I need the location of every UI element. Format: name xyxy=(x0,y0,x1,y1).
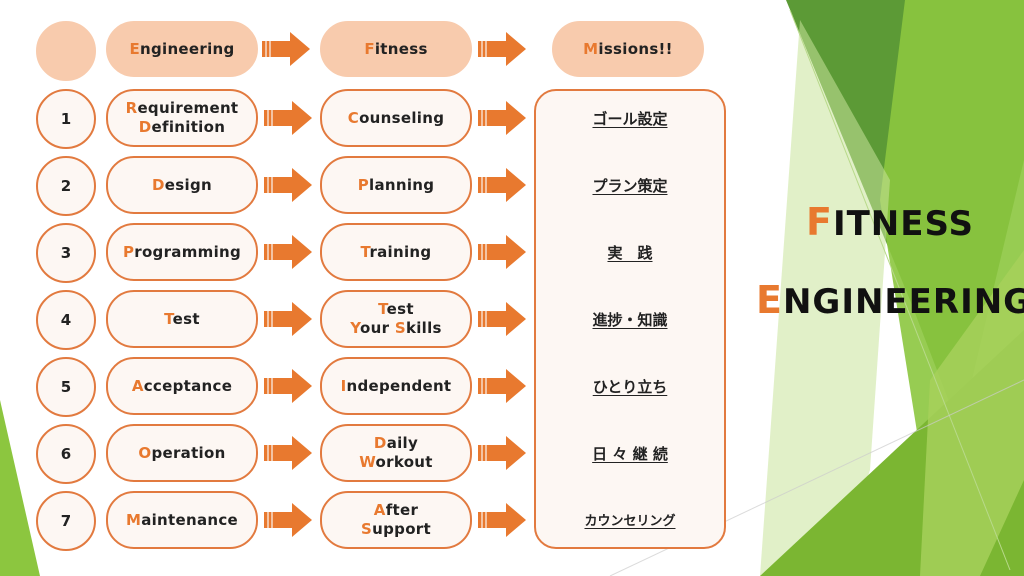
pill-line: Your Skills xyxy=(350,319,442,337)
step-number-circle: 1 xyxy=(36,89,96,149)
pill-line: Training xyxy=(360,242,432,261)
bg-shape-left-bottom xyxy=(0,400,40,576)
mission-item: プラン策定 xyxy=(592,177,668,195)
pill-line: Daily xyxy=(373,434,419,452)
engineering-step: Programming xyxy=(106,223,258,281)
arrow-right-icon xyxy=(478,235,526,269)
bg-shape-right-highlight xyxy=(920,250,1024,576)
mission-item: ひとり立ち xyxy=(592,378,668,396)
header-missions: Missions!! xyxy=(552,21,704,77)
step-number-circle: 3 xyxy=(36,223,96,283)
arrow-right-icon xyxy=(264,235,312,269)
pill-line: Test xyxy=(378,300,414,318)
pill-line: After xyxy=(373,501,419,519)
engineering-step: Maintenance xyxy=(106,491,258,549)
mission-item: カウンセリング xyxy=(584,514,676,529)
header-engineering: Engineering xyxy=(106,21,258,77)
mission-item: 進捗・知識 xyxy=(592,311,668,329)
pill-line: Workout xyxy=(359,453,433,471)
engineering-step: Design xyxy=(106,156,258,214)
mission-item: 日 々 継 続 xyxy=(592,445,668,463)
arrow-right-icon xyxy=(264,436,312,470)
arrow-right-icon xyxy=(478,101,526,135)
engineering-step: Acceptance xyxy=(106,357,258,415)
pill-line: Support xyxy=(361,520,431,538)
bg-shape-right-light xyxy=(760,20,890,576)
engineering-step: Operation xyxy=(106,424,258,482)
pill-line: Independent xyxy=(340,376,452,395)
title-fitness: FITNESS xyxy=(806,200,974,244)
bg-line xyxy=(789,9,1011,571)
arrow-right-icon xyxy=(264,168,312,202)
title-engineering: ENGINEERING xyxy=(756,278,1024,322)
step-number-circle: 2 xyxy=(36,156,96,216)
missions-box xyxy=(534,89,726,549)
pill-line: Programming xyxy=(122,242,242,261)
header-fitness: Fitness xyxy=(320,21,472,77)
arrow-right-icon xyxy=(478,168,526,202)
arrow-right-icon xyxy=(478,302,526,336)
arrow-right-icon xyxy=(264,369,312,403)
pill-line: Operation xyxy=(138,443,226,462)
step-number-circle: 4 xyxy=(36,290,96,350)
pill-line: Requirement xyxy=(125,99,239,117)
step-number-circle: 7 xyxy=(36,491,96,551)
arrow-right-icon xyxy=(478,369,526,403)
header-arrow-2 xyxy=(478,32,526,66)
pill-line: Counseling xyxy=(347,108,445,127)
step-number-circle: 6 xyxy=(36,424,96,484)
fitness-step: Independent xyxy=(320,357,472,415)
pill-line: Test xyxy=(164,309,200,328)
pill-line: Planning xyxy=(357,175,435,194)
header-circle xyxy=(36,21,96,81)
fitness-step: Planning xyxy=(320,156,472,214)
pill-line: Design xyxy=(152,175,212,194)
header-arrow-1 xyxy=(262,32,310,66)
pill-line: Definition xyxy=(138,118,226,136)
arrow-right-icon xyxy=(264,101,312,135)
step-number-circle: 5 xyxy=(36,357,96,417)
mission-item: ゴール設定 xyxy=(592,110,668,128)
pill-line: Maintenance xyxy=(125,510,239,529)
engineering-step: Test xyxy=(106,290,258,348)
fitness-step: Training xyxy=(320,223,472,281)
fitness-step: Counseling xyxy=(320,89,472,147)
mission-item: 実 践 xyxy=(607,244,653,262)
arrow-right-icon xyxy=(478,436,526,470)
arrow-right-icon xyxy=(264,503,312,537)
pill-line: Acceptance xyxy=(131,376,233,395)
arrow-right-icon xyxy=(264,302,312,336)
arrow-right-icon xyxy=(478,503,526,537)
